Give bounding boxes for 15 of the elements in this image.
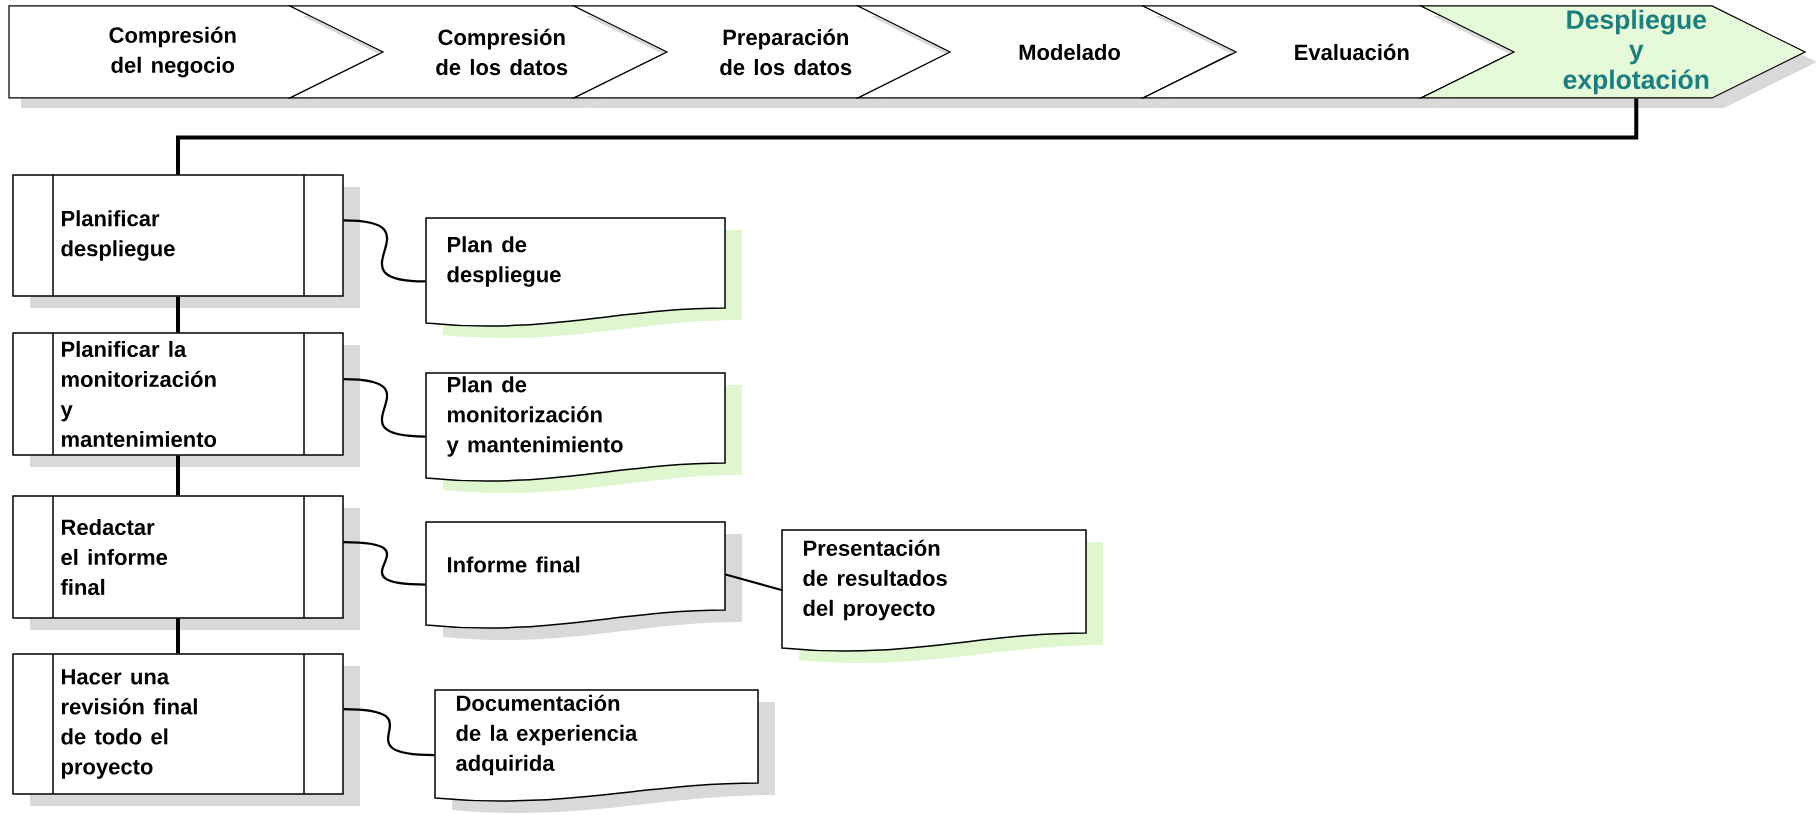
process-box: Redactar el informe final <box>12 495 360 630</box>
connector-line <box>343 219 426 283</box>
connector-line <box>176 618 180 654</box>
connector-line <box>343 707 435 757</box>
process-box: Planificar la monitorización y mantenimiento <box>12 332 360 467</box>
connector-line <box>343 377 426 438</box>
stage-band: Despliegue y explotación <box>1418 5 1817 108</box>
connector-line <box>176 296 180 333</box>
process-box: Planificar despliegue <box>12 174 360 308</box>
connector-line <box>176 98 1639 175</box>
connector-line <box>343 540 426 586</box>
node-label: Documentación de la experiencia adquirida <box>456 694 638 776</box>
process-box: Hacer una revisión final de todo el proyecto <box>12 653 360 806</box>
connector-line <box>176 455 180 496</box>
connector-line <box>725 573 782 592</box>
